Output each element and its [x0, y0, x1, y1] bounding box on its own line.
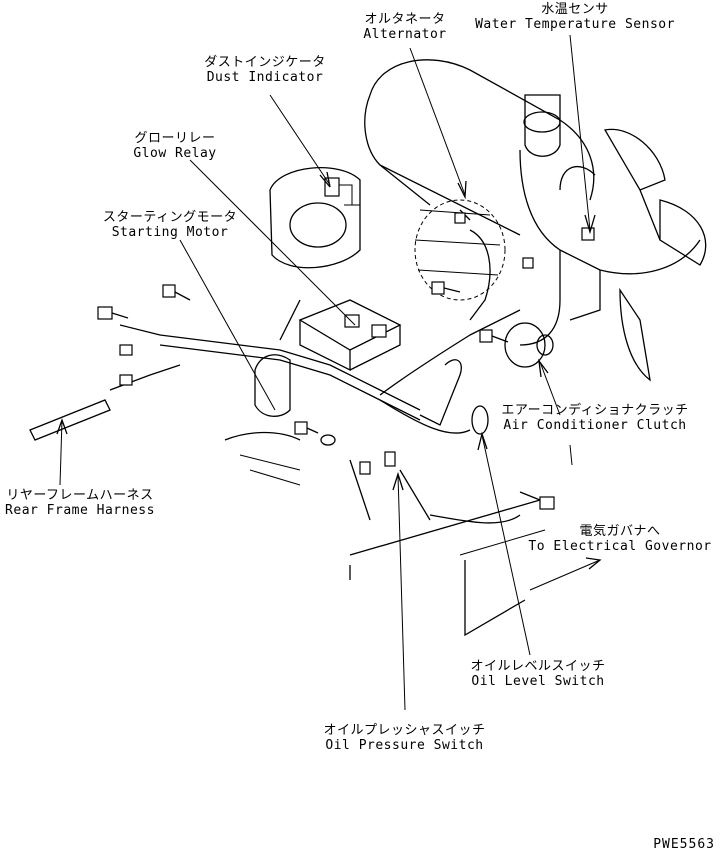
label-dust-indicator-jp: ダストインジケータ	[204, 55, 326, 70]
rear-frame-harness-wire	[29, 399, 111, 441]
label-oil-level-switch-en: Oil Level Switch	[471, 674, 605, 689]
cooling-fan	[559, 128, 707, 382]
engine-outline	[364, 59, 701, 346]
label-starting-motor-en: Starting Motor	[111, 225, 229, 240]
drawing-code: PWE5563	[653, 837, 715, 852]
label-water-temperature-sensor: 水温センサ Water Temperature Sensor	[470, 2, 680, 32]
label-alternator-jp: オルタネータ	[364, 12, 446, 27]
label-ac-clutch-en: Air Conditioner Clutch	[503, 418, 687, 433]
label-ac-clutch-jp: エアーコンディショナクラッチ	[501, 403, 689, 418]
label-oil-level-switch: オイルレベルスイッチ Oil Level Switch	[458, 659, 618, 689]
label-water-temp-en: Water Temperature Sensor	[475, 17, 675, 32]
label-rear-frame-harness-jp: リヤーフレームハーネス	[6, 488, 154, 503]
label-dust-indicator-en: Dust Indicator	[206, 70, 324, 85]
label-water-temp-jp: 水温センサ	[541, 2, 609, 17]
label-to-electrical-governor: 電気ガバナへ To Electrical Governor	[522, 524, 718, 554]
bolts-connectors	[97, 212, 595, 510]
label-starting-motor: スターティングモータ Starting Motor	[95, 210, 245, 240]
label-alternator: オルタネータ Alternator	[355, 12, 455, 42]
label-dust-indicator: ダストインジケータ Dust Indicator	[195, 55, 335, 85]
glow-relay-box	[298, 299, 402, 372]
label-glow-relay-en: Glow Relay	[133, 146, 217, 161]
label-oil-pressure-switch: オイルプレッシャスイッチ Oil Pressure Switch	[312, 723, 497, 753]
ac-clutch	[504, 322, 554, 368]
label-starting-motor-jp: スターティングモータ	[102, 210, 238, 225]
label-oil-pressure-switch-jp: オイルプレッシャスイッチ	[323, 723, 486, 738]
oil-level-switch-body	[471, 405, 489, 435]
label-to-electrical-governor-en: To Electrical Governor	[528, 539, 712, 554]
label-air-conditioner-clutch: エアーコンディショナクラッチ Air Conditioner Clutch	[495, 403, 695, 433]
leader-lines	[56, 34, 602, 711]
label-to-electrical-governor-jp: 電気ガバナへ	[579, 524, 661, 539]
label-alternator-en: Alternator	[363, 27, 447, 42]
starting-motor-body	[224, 354, 541, 637]
label-rear-frame-harness: リヤーフレームハーネス Rear Frame Harness	[0, 488, 160, 518]
air-cleaner	[269, 167, 361, 269]
wire-harness	[109, 209, 521, 434]
label-rear-frame-harness-en: Rear Frame Harness	[5, 503, 155, 518]
label-glow-relay-jp: グローリレー	[134, 131, 216, 146]
label-oil-pressure-switch-en: Oil Pressure Switch	[325, 738, 484, 753]
label-glow-relay: グローリレー Glow Relay	[120, 131, 230, 161]
label-oil-level-switch-jp: オイルレベルスイッチ	[470, 659, 606, 674]
